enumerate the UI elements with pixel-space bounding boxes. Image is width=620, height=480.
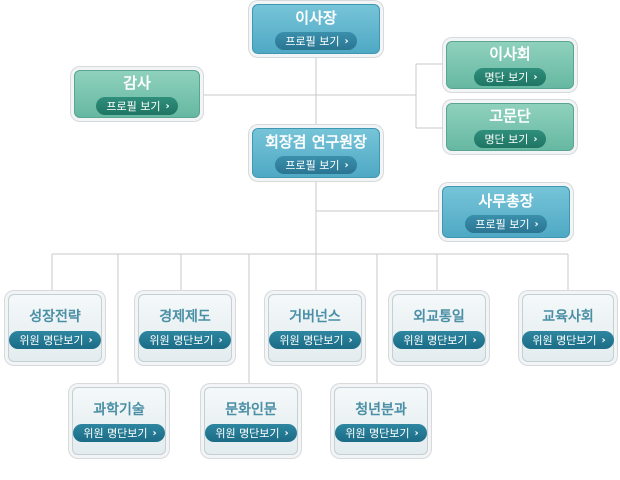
board-list-button[interactable]: 명단 보기 › <box>474 68 546 86</box>
committee-members-button[interactable]: 위원 명단보기 › <box>205 424 297 442</box>
chevron-right-icon: › <box>414 427 419 439</box>
committee-title: 외교통일 <box>413 309 465 325</box>
advisory-title: 고문단 <box>489 107 531 125</box>
chevron-right-icon: › <box>284 427 289 439</box>
auditor-profile-button[interactable]: 프로필 보기 › <box>96 97 178 115</box>
advisory-box: 고문단 명단 보기 › <box>446 103 574 151</box>
committee-title: 성장전략 <box>29 309 81 325</box>
committee-box: 문화인문 위원 명단보기 › <box>204 387 298 455</box>
auditor-title: 감사 <box>123 74 151 92</box>
committee-members-button[interactable]: 위원 명단보기 › <box>335 424 427 442</box>
committee-box: 과학기술 위원 명단보기 › <box>72 387 166 455</box>
committee-members-button[interactable]: 위원 명단보기 › <box>269 331 361 349</box>
committee-members-button[interactable]: 위원 명단보기 › <box>393 331 485 349</box>
chairman-of-board-profile-button[interactable]: 프로필 보기 › <box>275 32 357 50</box>
committee-title: 경제제도 <box>159 309 211 325</box>
chevron-right-icon: › <box>348 334 353 346</box>
committee-title: 청년분과 <box>355 402 407 418</box>
chevron-right-icon: › <box>533 133 538 145</box>
chevron-right-icon: › <box>165 100 170 112</box>
president-title: 회장겸 연구원장 <box>265 133 367 151</box>
committee-box: 성장전략 위원 명단보기 › <box>8 294 102 362</box>
committee-box: 외교통일 위원 명단보기 › <box>392 294 486 362</box>
committee-members-button[interactable]: 위원 명단보기 › <box>522 331 614 349</box>
board-title: 이사회 <box>489 45 531 63</box>
secretary-general-title: 사무총장 <box>478 192 534 210</box>
chevron-right-icon: › <box>344 35 349 47</box>
chevron-right-icon: › <box>152 427 157 439</box>
president-profile-button[interactable]: 프로필 보기 › <box>275 156 357 174</box>
chairman-of-board-box: 이사장 프로필 보기 › <box>252 4 380 54</box>
committee-box: 교육사회 위원 명단보기 › <box>522 294 614 362</box>
chevron-right-icon: › <box>534 218 539 230</box>
committee-box: 경제제도 위원 명단보기 › <box>138 294 232 362</box>
committee-title: 거버넌스 <box>289 309 341 325</box>
committee-members-button[interactable]: 위원 명단보기 › <box>9 331 101 349</box>
committee-box: 거버넌스 위원 명단보기 › <box>268 294 362 362</box>
president-box: 회장겸 연구원장 프로필 보기 › <box>252 128 380 178</box>
committee-title: 교육사회 <box>542 309 594 325</box>
committee-title: 과학기술 <box>93 402 145 418</box>
secretary-general-profile-button[interactable]: 프로필 보기 › <box>465 215 547 233</box>
chevron-right-icon: › <box>601 334 606 346</box>
committee-members-button[interactable]: 위원 명단보기 › <box>139 331 231 349</box>
advisory-list-button[interactable]: 명단 보기 › <box>474 130 546 148</box>
committee-box: 청년분과 위원 명단보기 › <box>334 387 428 455</box>
auditor-box: 감사 프로필 보기 › <box>74 70 200 118</box>
committee-title: 문화인문 <box>225 402 277 418</box>
board-box: 이사회 명단 보기 › <box>446 41 574 89</box>
secretary-general-box: 사무총장 프로필 보기 › <box>442 186 570 238</box>
chevron-right-icon: › <box>218 334 223 346</box>
chairman-of-board-title: 이사장 <box>295 9 337 27</box>
chevron-right-icon: › <box>88 334 93 346</box>
chevron-right-icon: › <box>344 159 349 171</box>
chevron-right-icon: › <box>533 71 538 83</box>
committee-members-button[interactable]: 위원 명단보기 › <box>73 424 165 442</box>
chevron-right-icon: › <box>472 334 477 346</box>
